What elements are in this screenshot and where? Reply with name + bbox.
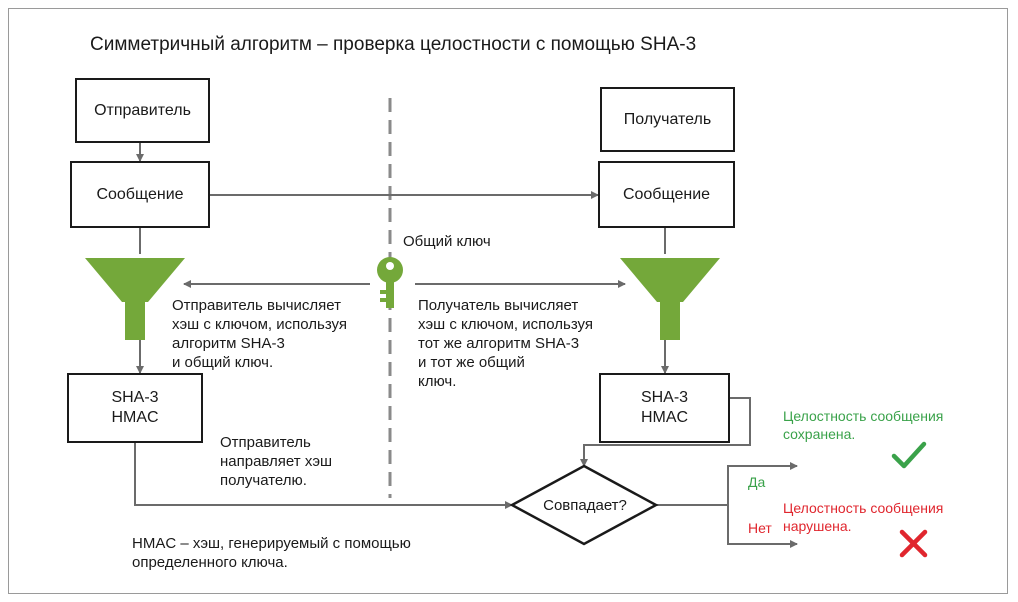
sender-box: Отправитель <box>75 78 210 143</box>
sender-compute-line: хэш с ключом, используя <box>172 316 347 333</box>
footnote-line: определенного ключа. <box>132 554 288 571</box>
yes-label: Да <box>748 474 766 490</box>
sender-compute-line: Отправитель вычисляет <box>172 297 342 314</box>
receiver-compute-line: Получатель вычисляет <box>418 297 579 314</box>
sender-hmac-box: SHA-3 HMAC <box>67 373 203 443</box>
receiver-box: Получатель <box>600 87 735 152</box>
funnel-icon <box>85 258 185 340</box>
receiver-compute-line: тот же алгоритм SHA-3 <box>418 335 580 352</box>
checkmark-icon <box>891 441 927 469</box>
shared-key-label: Общий ключ <box>403 233 491 250</box>
receiver-compute-line: хэш с ключом, используя <box>418 316 593 333</box>
no-label: Нет <box>748 520 772 536</box>
sender-message-box: Сообщение <box>70 161 210 228</box>
sender-compute-line: и общий ключ. <box>172 354 274 371</box>
sender-compute-line: алгоритм SHA-3 <box>172 335 285 352</box>
diagram-frame <box>8 8 1008 594</box>
page-title: Симметричный алгоритм – проверка целостн… <box>90 34 697 55</box>
cross-icon <box>899 529 928 558</box>
send-note-line: получателю. <box>220 472 307 489</box>
footnote-line: HMAC – хэш, генерируемый с помощью <box>132 535 411 552</box>
send-note-line: Отправитель <box>220 434 311 451</box>
ok-result-line: сохранена. <box>783 426 856 442</box>
receiver-message-box: Сообщение <box>598 161 735 228</box>
send-note-line: направляет хэш <box>220 453 333 470</box>
funnel-icon <box>620 258 720 340</box>
fail-result-line: Целостность сообщения <box>783 500 944 516</box>
decision-question: Совпадает? <box>543 497 627 514</box>
key-icon <box>377 257 403 308</box>
fail-result-line: нарушена. <box>783 518 852 534</box>
receiver-compute-line: ключ. <box>418 373 457 390</box>
receiver-hmac-box: SHA-3 HMAC <box>599 373 730 443</box>
decision-diamond <box>509 464 659 546</box>
receiver-compute-line: и тот же общий <box>418 354 525 371</box>
ok-result-line: Целостность сообщения <box>783 408 944 424</box>
